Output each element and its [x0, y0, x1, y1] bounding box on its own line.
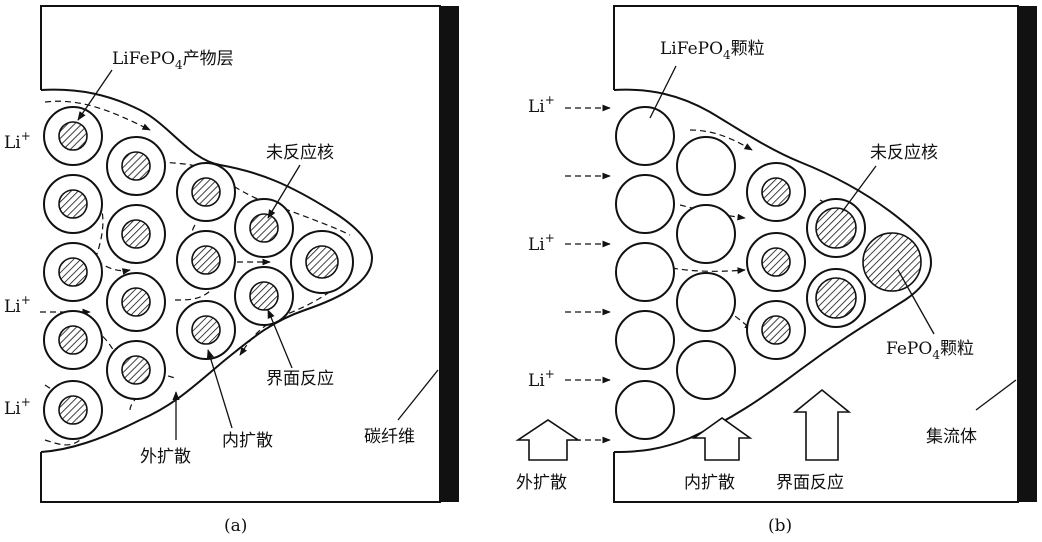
particle-a — [234, 266, 294, 326]
label-li-ion-a3: Li+ — [4, 395, 31, 419]
label-li-ion-b3: Li+ — [528, 367, 555, 391]
particle-b — [676, 340, 736, 400]
diffusion-path-a-11 — [129, 391, 141, 411]
leader-carbon-fiber — [397, 369, 439, 421]
particle-a — [106, 340, 166, 400]
particle-a — [43, 106, 103, 166]
particles-b — [615, 106, 922, 440]
particle-b — [615, 106, 675, 166]
particle-b — [676, 272, 736, 332]
caption-a: (a) — [224, 516, 247, 536]
label-li-ion-b1: Li+ — [528, 93, 555, 117]
label-carbon-fiber: 碳纤维 — [364, 427, 415, 447]
particle-b-reacting — [806, 268, 866, 328]
label-product-layer: LiFePO4产物层 — [112, 49, 234, 72]
label-unreacted-core-b: 未反应核 — [870, 143, 938, 163]
leader-fepo4 — [897, 269, 935, 335]
particle-b — [615, 242, 675, 302]
inner-diffusion-arrow-icon — [691, 417, 753, 461]
label-interface-reaction-a: 界面反应 — [266, 369, 334, 389]
diffusion-path-a-5 — [94, 194, 131, 275]
label-li-ion-b2: Li+ — [528, 231, 555, 255]
particle-b-reacting — [746, 162, 806, 222]
electrode-boundary-a — [40, 88, 374, 453]
interface-reaction-arrow-icon — [792, 388, 852, 461]
particle-a — [43, 174, 103, 234]
leader-collector — [975, 379, 1017, 411]
fepo4-particle — [862, 232, 922, 292]
particle-b — [676, 136, 736, 196]
leader-particle-b — [649, 65, 677, 119]
diffusion-path-b-3 — [671, 267, 746, 274]
label-collector: 集流体 — [926, 427, 977, 447]
particle-a — [106, 272, 166, 332]
caption-b: (b) — [768, 516, 792, 536]
leader-unreacted-core-b — [841, 165, 877, 213]
leader-interface-reaction-a — [267, 309, 293, 369]
particles-a — [43, 106, 354, 440]
diffusion-path-b-1 — [689, 129, 753, 151]
diffusion-path-a-3 — [274, 204, 351, 236]
particle-b — [615, 310, 675, 370]
leader-inner-diffusion-a — [206, 349, 233, 429]
diffusion-path-a-12 — [44, 439, 81, 446]
particle-b — [676, 204, 736, 264]
label-outer-diffusion-a: 外扩散 — [140, 447, 191, 467]
carbon-fiber-bar — [440, 6, 459, 502]
leader-product-layer — [77, 69, 113, 121]
label-li-ion-a2: Li+ — [4, 293, 31, 317]
particle-b — [615, 174, 675, 234]
outer-diffusion-arrow-icon — [515, 419, 581, 461]
label-inner-diffusion-a: 内扩散 — [222, 431, 273, 451]
particle-a — [106, 136, 166, 196]
panel-a: LiFePO4产物层 未反应核 界面反应 外扩散 内扩散 碳纤维 Li+ Li+… — [4, 5, 459, 536]
label-li-ion-a1: Li+ — [4, 129, 31, 153]
diffusion-path-a-1 — [44, 100, 151, 131]
particle-a — [43, 242, 103, 302]
particle-a — [290, 230, 354, 294]
particle-a — [176, 230, 236, 290]
particle-b-reacting — [806, 198, 866, 258]
particle-a — [176, 300, 236, 360]
label-outer-diffusion-b: 外扩散 — [516, 473, 567, 493]
particle-a — [43, 310, 103, 370]
particle-a — [106, 204, 166, 264]
label-particle-b: LiFePO4颗粒 — [660, 39, 765, 62]
label-fepo4: FePO4颗粒 — [886, 339, 974, 362]
particle-a — [43, 380, 103, 440]
label-interface-reaction-b: 界面反应 — [776, 473, 844, 493]
particle-a — [234, 198, 294, 258]
label-unreacted-core-a: 未反应核 — [266, 143, 334, 163]
label-inner-diffusion-b: 内扩散 — [684, 473, 735, 493]
particle-a — [176, 162, 236, 222]
particle-b — [615, 380, 675, 440]
particle-b-reacting — [746, 232, 806, 292]
leader-unreacted-core-a — [267, 164, 301, 219]
particle-b-reacting — [746, 300, 806, 360]
current-collector-bar — [1018, 6, 1037, 502]
panel-b: LiFePO4颗粒 未反应核 FePO4颗粒 集流体 外扩散 内扩散 界面反应 … — [515, 5, 1037, 536]
